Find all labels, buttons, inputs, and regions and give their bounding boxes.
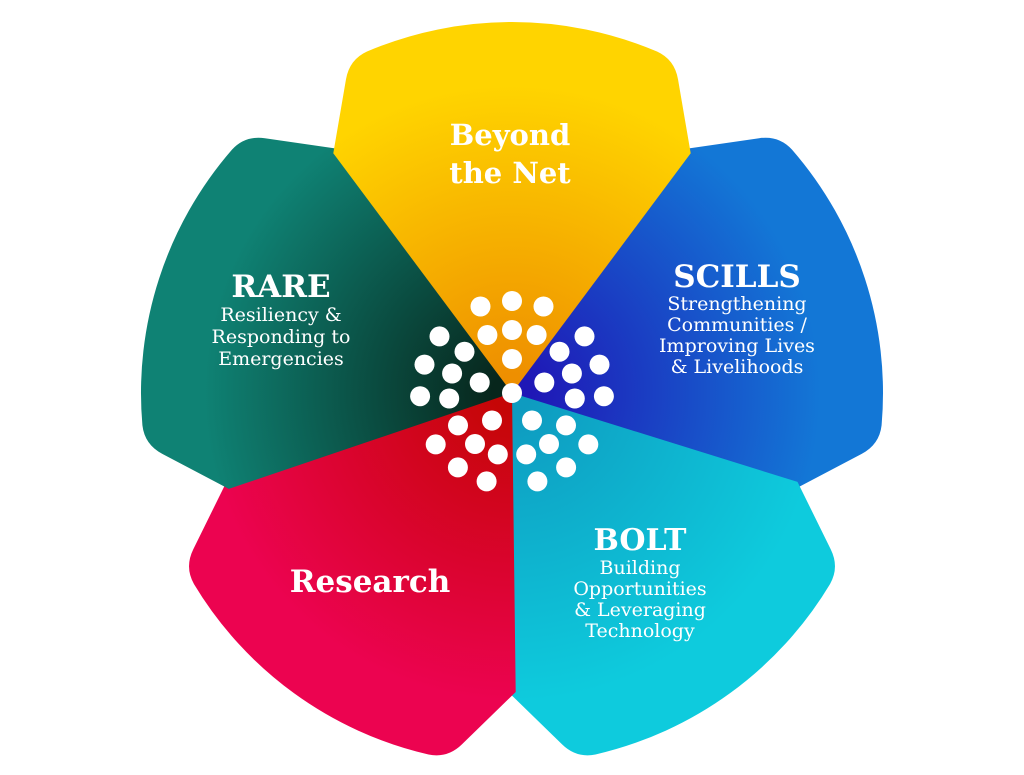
petal-label-rare: RARE Resiliency & Responding to Emergenc…	[212, 270, 351, 370]
white-dot	[527, 471, 548, 492]
white-dot	[502, 291, 522, 311]
petal-subtitle-line: Emergencies	[218, 348, 344, 370]
petal-subtitle-line: Resiliency &	[220, 304, 342, 326]
white-dot	[593, 386, 614, 407]
white-dot	[502, 349, 522, 369]
white-dot	[447, 457, 468, 478]
petal-bolt	[508, 393, 835, 756]
white-dot	[470, 296, 491, 317]
white-dot	[448, 415, 468, 436]
petal-subtitle-line: Communities /	[667, 314, 807, 336]
white-dot	[454, 341, 475, 362]
petal-research	[189, 393, 516, 756]
petal-label-beyond-the-net: Beyond the Net	[449, 116, 570, 192]
white-dot	[429, 326, 450, 347]
petal-subtitle-line: & Leveraging	[574, 599, 706, 621]
petal-label-bolt: BOLT Building Opportunities & Leveraging…	[573, 524, 706, 642]
petal-title: RARE	[231, 269, 331, 305]
white-dot	[439, 388, 460, 409]
white-dot	[465, 434, 485, 454]
white-dot	[534, 372, 555, 393]
white-dot	[589, 354, 610, 375]
center-dots-pattern	[410, 291, 614, 492]
petal-subtitle-line: Building	[599, 557, 681, 579]
white-dot	[502, 320, 522, 340]
petal-title: Research	[289, 564, 451, 600]
white-dot	[574, 326, 595, 347]
white-dot	[425, 434, 446, 455]
petal-beyond-the-net	[333, 21, 691, 394]
petal-subtitle-line: Improving Lives	[659, 335, 815, 357]
white-dot	[526, 325, 547, 345]
petal-title: SCILLS	[673, 259, 801, 295]
white-dot	[502, 383, 522, 403]
white-dot	[477, 325, 498, 345]
white-dot	[410, 386, 431, 407]
white-dot	[476, 471, 497, 492]
petal-subtitle-line: Opportunities	[573, 578, 707, 600]
petal-label-research: Research	[290, 565, 451, 599]
petal-subtitle-line: Technology	[585, 620, 695, 642]
petal-subtitle-line: Strengthening	[667, 293, 807, 315]
white-dot	[549, 341, 570, 362]
petal-subtitle-line: & Livelihoods	[670, 356, 804, 378]
white-dot	[564, 388, 585, 409]
white-dot	[533, 296, 554, 317]
white-dot	[556, 415, 576, 436]
white-dot	[516, 444, 537, 465]
white-dot	[522, 410, 542, 431]
white-dot	[556, 457, 577, 478]
white-dot	[414, 354, 435, 375]
white-dot	[578, 434, 599, 455]
white-dot	[539, 434, 559, 454]
petal-title-line: the Net	[449, 156, 571, 190]
white-dot	[482, 410, 502, 431]
petal-title: BOLT	[593, 523, 687, 558]
white-dot	[561, 363, 582, 384]
petal-subtitle-line: Responding to	[211, 326, 351, 348]
white-dot	[487, 444, 508, 465]
white-dot	[469, 372, 490, 393]
petal-label-scills: SCILLS Strengthening Communities / Impro…	[659, 260, 815, 378]
petal-title-line: Beyond	[449, 118, 571, 152]
white-dot	[442, 363, 463, 384]
